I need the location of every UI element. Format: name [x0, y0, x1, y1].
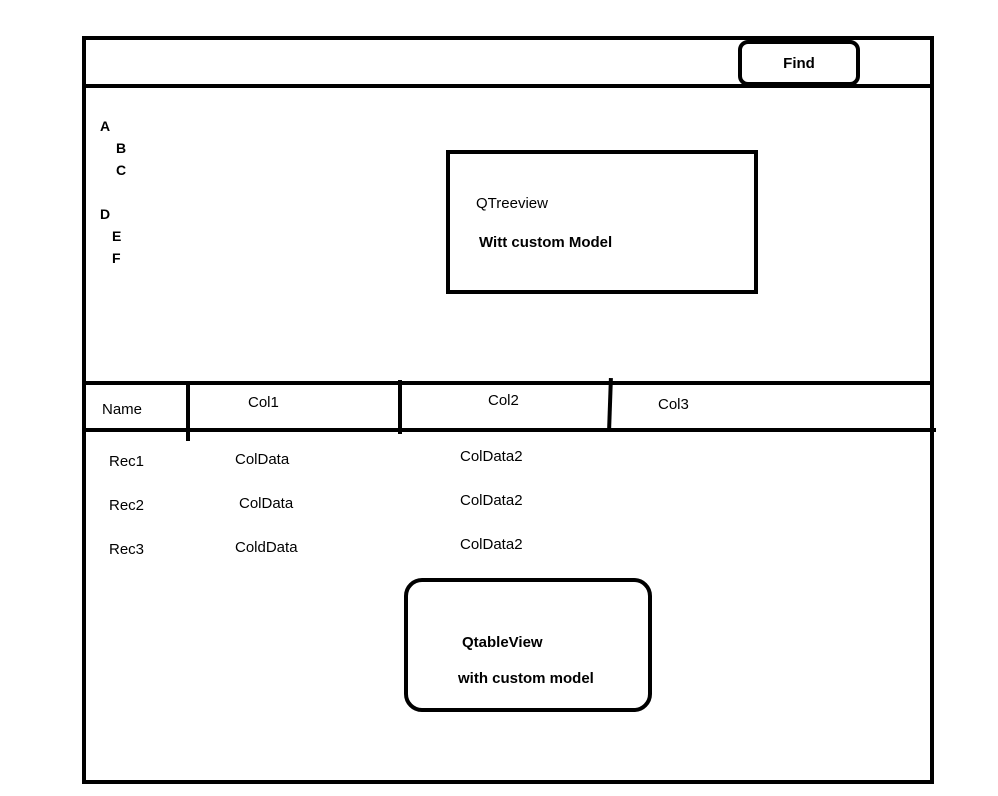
- column-header-col3[interactable]: Col3: [658, 396, 689, 413]
- table-cell-col1[interactable]: ColData: [235, 451, 290, 468]
- column-divider-1: [186, 383, 190, 441]
- column-header-col2[interactable]: Col2: [488, 392, 519, 409]
- column-header-name[interactable]: Name: [102, 401, 143, 418]
- tree-annotation-title: QTreeview: [476, 195, 548, 212]
- table-cell-col2[interactable]: ColData2: [460, 492, 523, 509]
- table-cell-col2[interactable]: ColData2: [460, 448, 523, 465]
- tree-item-e[interactable]: E: [112, 228, 122, 244]
- tree-item-c[interactable]: C: [116, 162, 127, 178]
- table-header-top-border: [84, 381, 930, 385]
- find-button[interactable]: Find: [738, 40, 860, 86]
- table-cell-name[interactable]: Rec2: [109, 497, 145, 514]
- column-header-col1[interactable]: Col1: [248, 394, 279, 411]
- table-cell-col1[interactable]: ColData: [239, 495, 294, 512]
- table-cell-name[interactable]: Rec1: [109, 453, 145, 470]
- tree-item-f[interactable]: F: [112, 250, 121, 266]
- table-cell-col2[interactable]: ColData2: [460, 536, 523, 553]
- tree-annotation-box: [446, 150, 758, 294]
- table-annotation-subtitle: with custom model: [458, 670, 594, 687]
- table-annotation-box: [404, 578, 652, 712]
- table-cell-col1[interactable]: ColdData: [235, 539, 298, 556]
- table-annotation-title: QtableView: [462, 634, 543, 651]
- tree-item-a[interactable]: A: [100, 118, 111, 134]
- tree-annotation-subtitle: Witt custom Model: [479, 234, 613, 251]
- tree-item-b[interactable]: B: [116, 140, 127, 156]
- main-window-frame: [82, 36, 934, 784]
- toolbar-divider: [84, 84, 930, 88]
- tree-item-d[interactable]: D: [100, 206, 111, 222]
- find-button-label: Find: [783, 54, 815, 72]
- table-header-bottom-border: [84, 428, 936, 432]
- column-divider-2: [398, 380, 402, 434]
- table-cell-name[interactable]: Rec3: [109, 541, 145, 558]
